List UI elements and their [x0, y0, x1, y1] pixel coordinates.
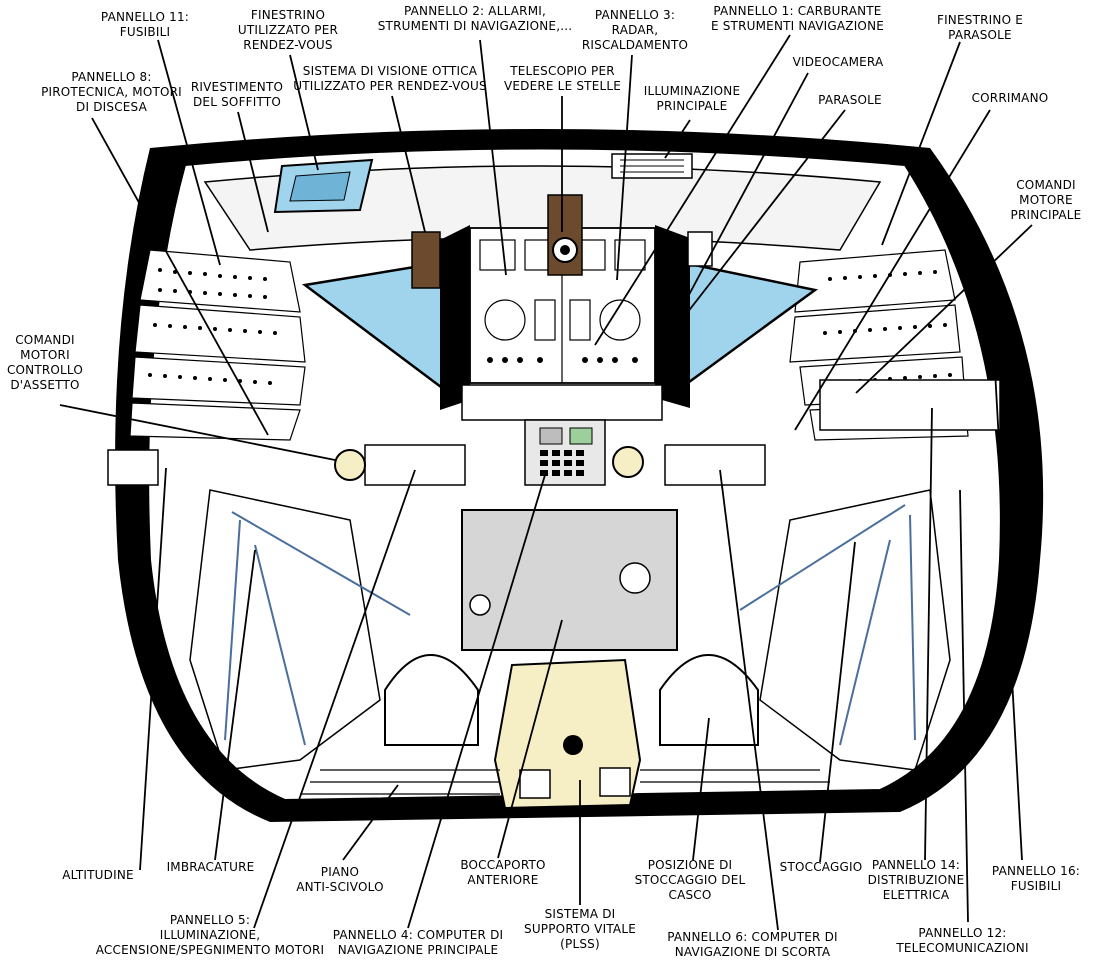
- label-panel16: PANNELLO 16:FUSIBILI: [991, 864, 1081, 893]
- right-attitude-ball: [612, 446, 644, 478]
- label-stowage: STOCCAGGIO: [779, 860, 863, 874]
- label-panel5: PANNELLO 5:ILLUMINAZIONE,ACCENSIONE/SPEG…: [95, 913, 325, 957]
- videocamera-shape: [687, 231, 713, 267]
- left-helmet: [384, 654, 479, 746]
- harness-straps: [224, 504, 916, 746]
- label-harness: IMBRACATURE: [166, 860, 255, 874]
- right-helmet: [659, 654, 759, 746]
- label-panel11: PANNELLO 11:FUSIBILI: [100, 10, 190, 39]
- label-panel3: PANNELLO 3:RADAR,RISCALDAMENTO: [581, 8, 689, 52]
- label-videocamera: VIDEOCAMERA: [792, 55, 884, 69]
- optical-sight-shape: [411, 231, 441, 289]
- label-sunshade: PARASOLE: [818, 93, 882, 107]
- left-attitude-ball: [334, 449, 366, 481]
- left-structure: [189, 489, 381, 771]
- right-structure: [759, 489, 951, 771]
- left-sunshade: [440, 225, 470, 410]
- left-wall-panels: [129, 249, 306, 441]
- label-panel12: PANNELLO 12:TELECOMUNICAZIONI: [896, 926, 1029, 955]
- label-altitude: ALTITUDINE: [62, 868, 134, 882]
- label-panel2: PANNELLO 2: ALLARMI,STRUMENTI DI NAVIGAZ…: [377, 4, 573, 33]
- right-sunshade: [655, 225, 690, 408]
- floor-grating: [300, 769, 840, 795]
- leader-lines: [59, 34, 1033, 931]
- label-handrail: CORRIMANO: [971, 91, 1049, 105]
